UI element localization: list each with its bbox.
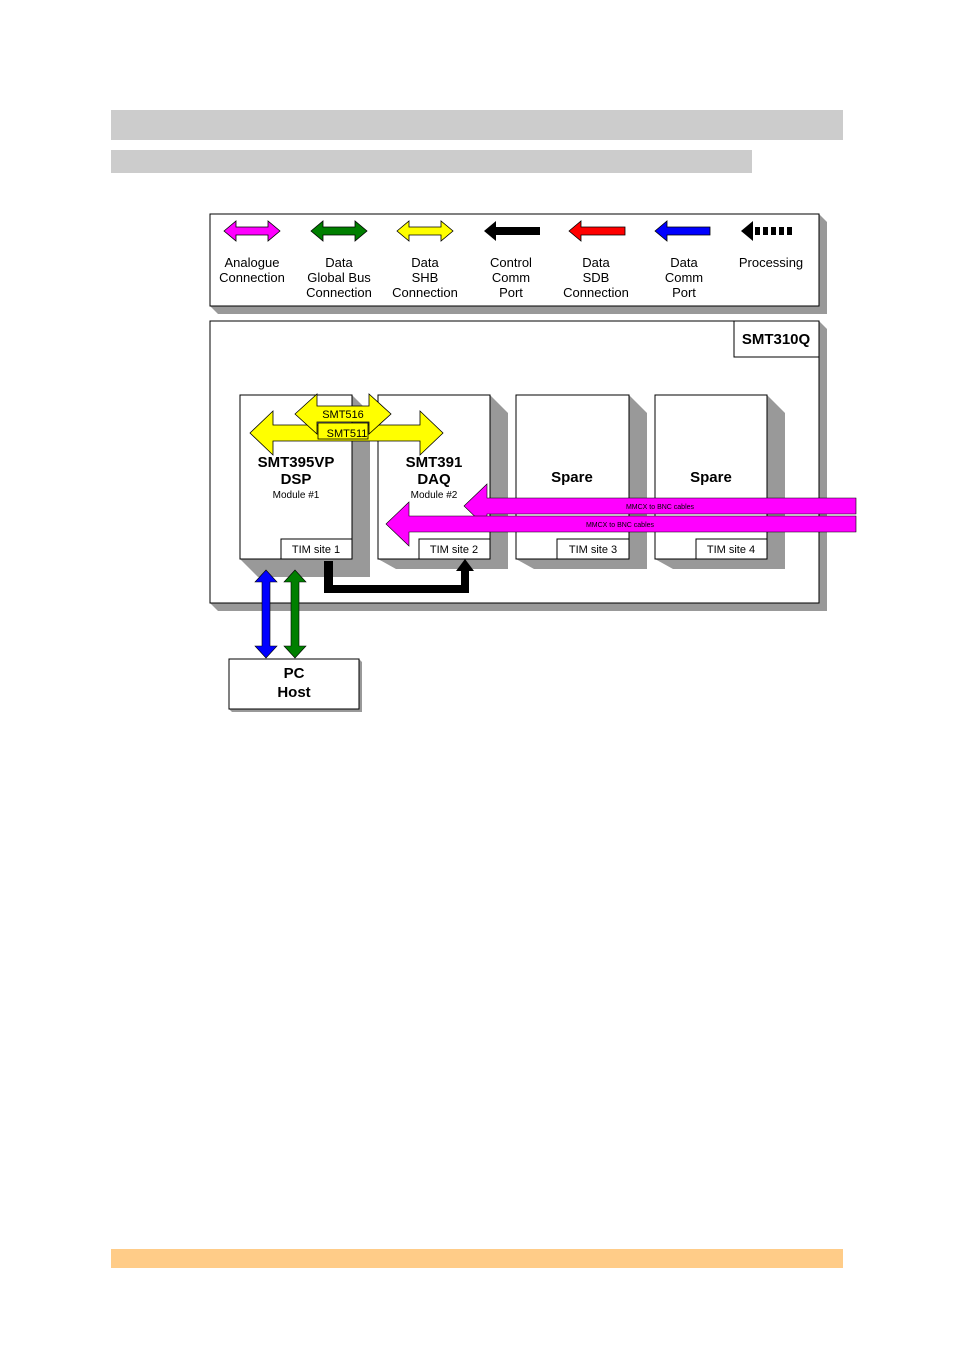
- legend-shb-line-2: SHB: [412, 270, 439, 285]
- tim-site-3-label: TIM site 3: [569, 544, 617, 556]
- legend-global-bus-line-1: Data: [325, 255, 353, 270]
- legend-sdb-line-2: SDB: [583, 270, 610, 285]
- legend-control-line-3: Port: [499, 285, 523, 300]
- legend-sdb-line-3: Connection: [563, 285, 629, 300]
- legend-analogue-line-1: Analogue: [225, 255, 280, 270]
- module-1-subtitle: Module #1: [273, 490, 320, 501]
- module-2-subtitle: Module #2: [411, 490, 458, 501]
- yellow-double-arrow-icon: [396, 220, 454, 242]
- blue-arrow-icon: [654, 220, 711, 242]
- dashed-arrow-icon: [741, 221, 792, 241]
- analogue-arrow-lower: MMCX to BNC cables: [385, 501, 857, 547]
- tim-site-4-label: TIM site 4: [707, 544, 755, 556]
- cable-label-lower: MMCX to BNC cables: [586, 522, 655, 529]
- module-2-title-line-2: DAQ: [417, 471, 451, 488]
- control-comm-port-path: [324, 559, 474, 593]
- blue-comm-port-arrow: [254, 569, 278, 659]
- magenta-double-arrow-icon: [223, 220, 281, 242]
- smt511-label: SMT511: [327, 428, 368, 440]
- module-1-title-line-1: SMT395VP: [258, 454, 335, 471]
- module-4-title: Spare: [690, 469, 732, 486]
- legend-control-line-1: Control: [490, 255, 532, 270]
- smt516-label: SMT516: [322, 409, 364, 421]
- module-2-title-line-1: SMT391: [406, 454, 463, 471]
- pc-host-box: PC Host: [228, 658, 362, 712]
- cable-label-upper: MMCX to BNC cables: [626, 504, 695, 511]
- black-arrow-icon: [484, 221, 540, 241]
- smt511-label-box: [317, 422, 369, 440]
- pc-host-line-1: PC: [284, 665, 305, 682]
- smt516-shb-arrow: [294, 393, 392, 435]
- header-bar-sub: [111, 150, 752, 173]
- red-arrow-icon: [568, 220, 626, 242]
- header-bar-top: [111, 110, 843, 140]
- module-1-title-line-2: DSP: [281, 471, 312, 488]
- legend-shb-line-1: Data: [411, 255, 439, 270]
- footer-bar: [111, 1249, 843, 1268]
- module-3-title: Spare: [551, 469, 593, 486]
- legend-shb-line-3: Connection: [392, 285, 458, 300]
- legend-processing-label: Processing: [739, 255, 803, 270]
- legend-control-line-2: Comm: [492, 270, 530, 285]
- tim-site-1-label: TIM site 1: [292, 544, 340, 556]
- legend-comm-port-line-3: Port: [672, 285, 696, 300]
- legend-comm-port-line-1: Data: [670, 255, 698, 270]
- legend-box: [209, 213, 827, 314]
- green-double-arrow-icon: [310, 220, 368, 242]
- legend-analogue-line-2: Connection: [219, 270, 285, 285]
- tim-site-2-label: TIM site 2: [430, 544, 478, 556]
- green-global-bus-arrow: [283, 569, 307, 659]
- legend-global-bus-line-2: Global Bus: [307, 270, 371, 285]
- legend-sdb-line-1: Data: [582, 255, 610, 270]
- pc-host-line-2: Host: [277, 684, 310, 701]
- legend-global-bus-line-3: Connection: [306, 285, 372, 300]
- board-label: SMT310Q: [742, 331, 811, 348]
- legend-comm-port-line-2: Comm: [665, 270, 703, 285]
